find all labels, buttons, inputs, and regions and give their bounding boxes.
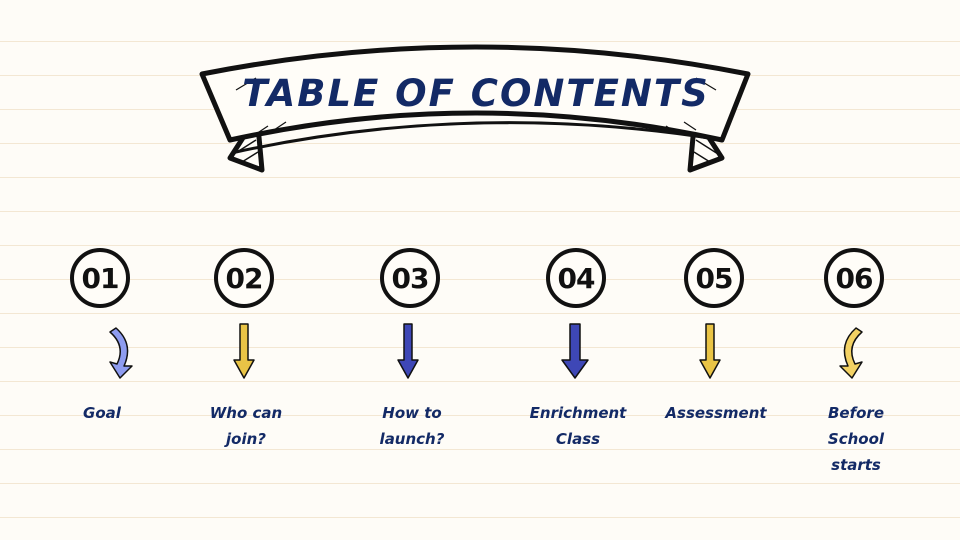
item-label: Goal xyxy=(83,404,121,422)
curved-arrow-icon xyxy=(106,322,140,384)
number-badge: 02 xyxy=(214,248,274,308)
down-arrow-icon xyxy=(396,322,420,384)
down-arrow-icon xyxy=(560,322,590,384)
number-badge: 05 xyxy=(684,248,744,308)
number-badge: 04 xyxy=(546,248,606,308)
curved-arrow-icon xyxy=(832,322,866,384)
number-badge: 03 xyxy=(380,248,440,308)
down-arrow-icon xyxy=(232,322,256,384)
item-label: Assessment xyxy=(665,404,767,422)
page-title: TABLE OF CONTENTS xyxy=(242,72,710,115)
title-banner: TABLE OF CONTENTS xyxy=(196,30,756,190)
number-badge: 01 xyxy=(70,248,130,308)
number-badge: 06 xyxy=(824,248,884,308)
ribbon-banner-icon xyxy=(199,44,751,173)
down-arrow-icon xyxy=(698,322,722,384)
